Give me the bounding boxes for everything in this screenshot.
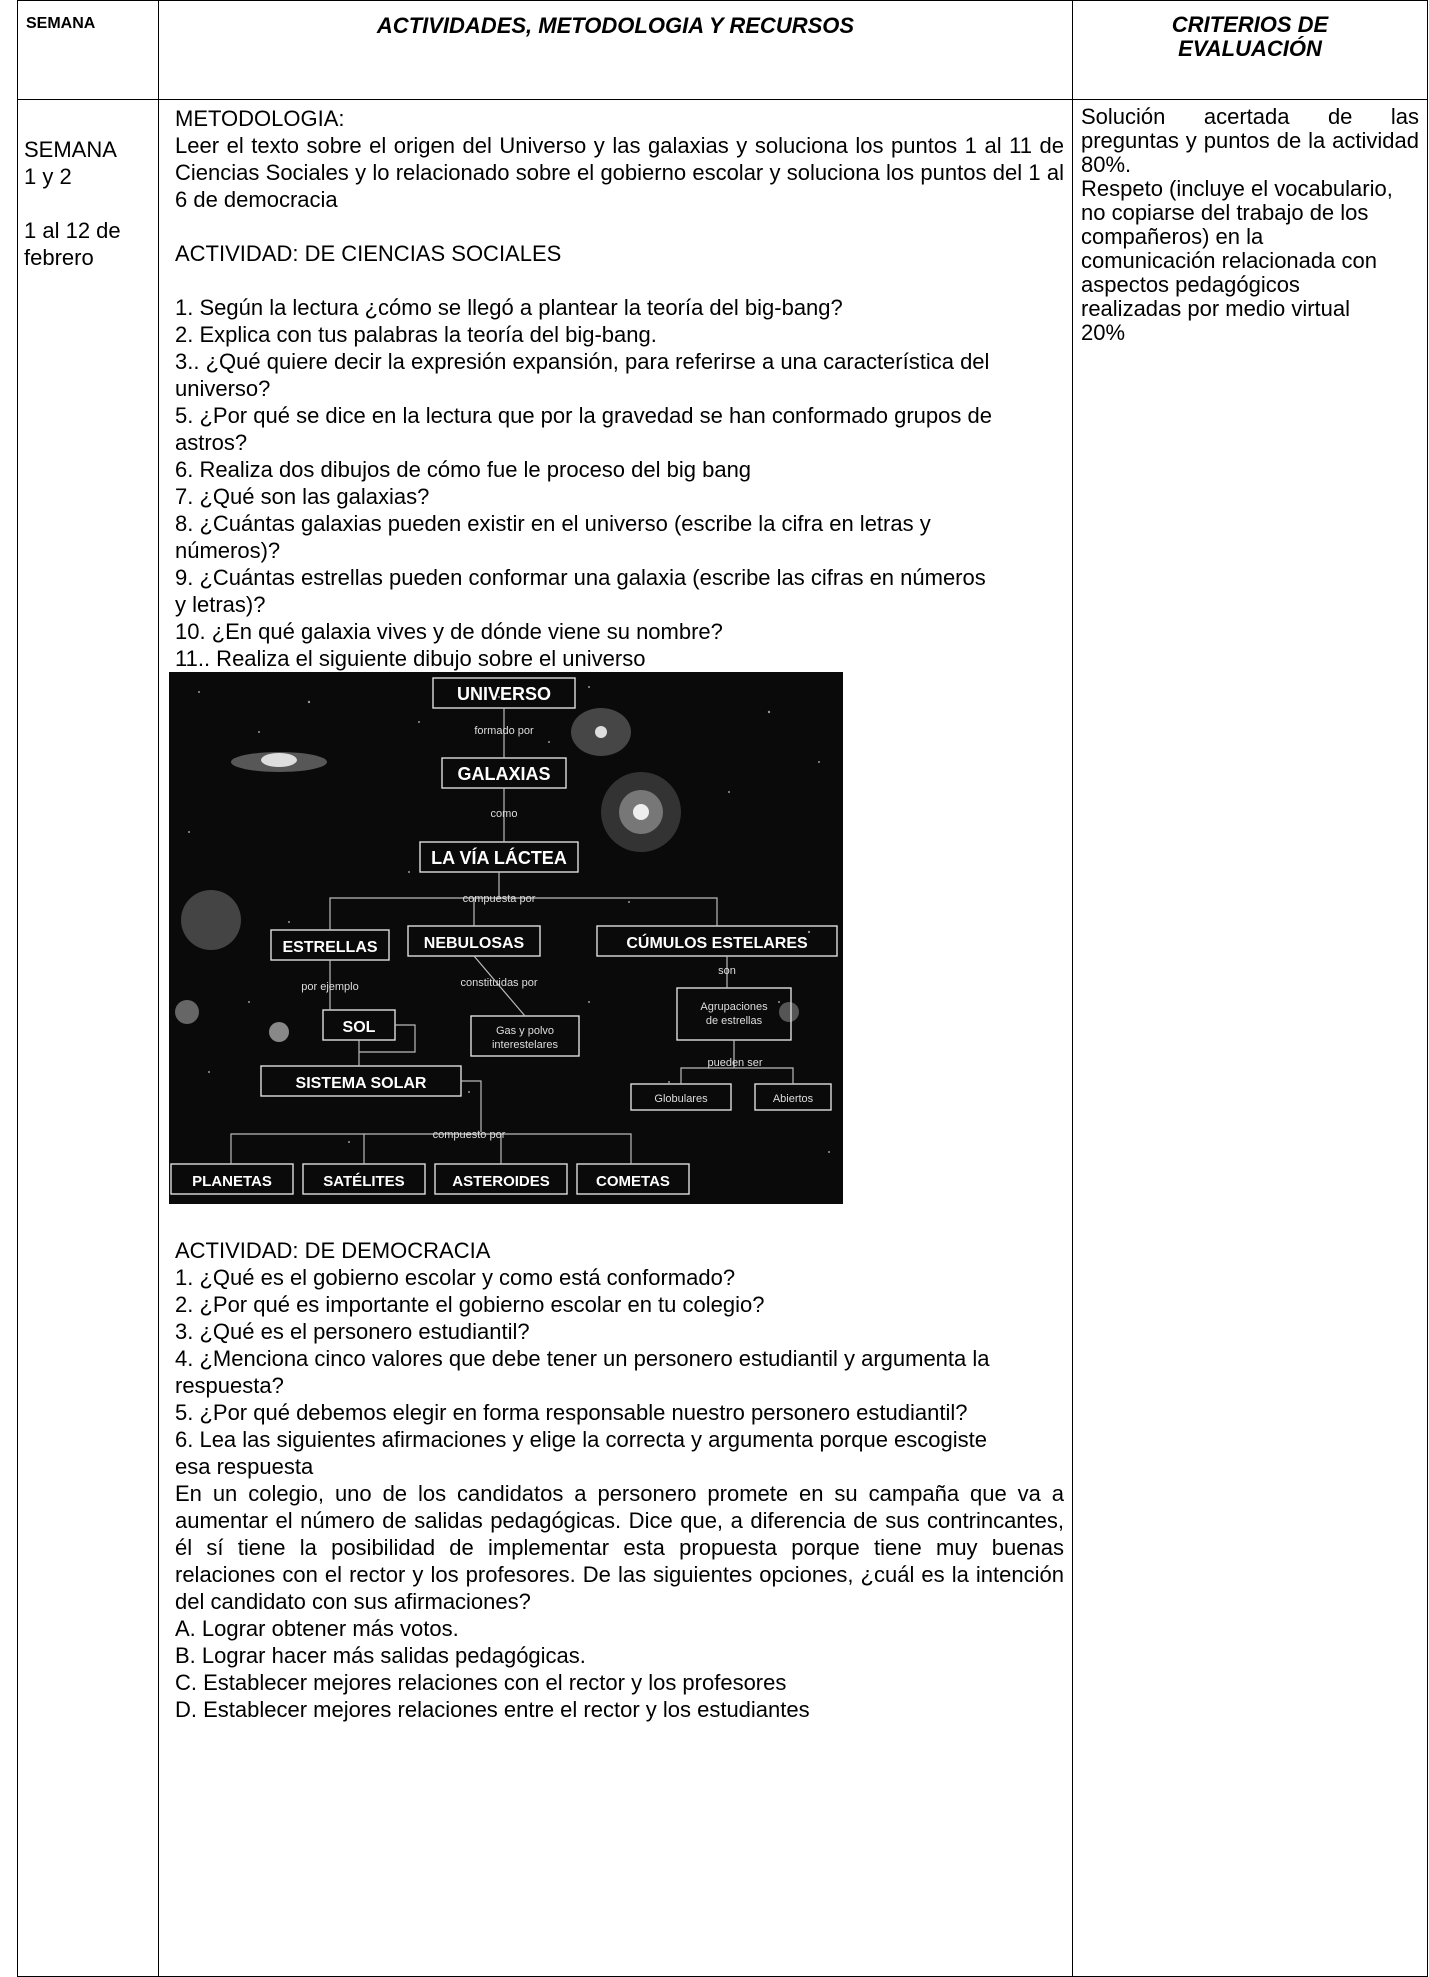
diagram-asteroides: ASTEROIDES bbox=[452, 1173, 550, 1190]
diagram-gas-2: interestelares bbox=[492, 1039, 559, 1051]
democracia-item: 3. ¿Qué es el personero estudiantil? bbox=[175, 1319, 530, 1344]
diagram-cometas: COMETAS bbox=[596, 1173, 670, 1190]
universe-concept-map: UNIVERSO GALAXIAS LA VÍA LÁCTEA ESTRELLA… bbox=[169, 672, 1064, 1210]
sociales-item: 5. ¿Por qué se dice en la lectura que po… bbox=[175, 403, 992, 455]
diagram-agrup-1: Agrupaciones bbox=[700, 1001, 768, 1013]
diagram-constituidas-por: constituidas por bbox=[460, 977, 537, 989]
diagram-nebulosas: NEBULOSAS bbox=[424, 935, 525, 952]
diagram-formado-por: formado por bbox=[474, 725, 534, 737]
semana-range: 1 y 2 bbox=[24, 164, 72, 189]
sociales-item: 11.. Realiza el siguiente dibujo sobre e… bbox=[175, 646, 646, 671]
democracia-option: C. Establecer mejores relaciones con el … bbox=[175, 1670, 787, 1695]
header-actividades: ACTIVIDADES, METODOLOGIA Y RECURSOS bbox=[158, 0, 1073, 100]
semana-cell: SEMANA 1 y 2 1 al 12 de febrero bbox=[17, 99, 159, 1977]
democracia-scenario: En un colegio, uno de los candidatos a p… bbox=[175, 1481, 1064, 1614]
diagram-gas-1: Gas y polvo bbox=[496, 1025, 554, 1037]
diagram-pueden-ser: pueden ser bbox=[707, 1057, 762, 1069]
diagram-satelites: SATÉLITES bbox=[323, 1173, 404, 1190]
sociales-item: 1. Según la lectura ¿cómo se llegó a pla… bbox=[175, 295, 843, 320]
democracia-item: 5. ¿Por qué debemos elegir en forma resp… bbox=[175, 1400, 968, 1425]
diagram-abiertos: Abiertos bbox=[773, 1093, 814, 1105]
metodologia-title: METODOLOGIA: bbox=[175, 106, 345, 131]
sociales-item: 6. Realiza dos dibujos de cómo fue le pr… bbox=[175, 457, 752, 482]
democracia-option: A. Lograr obtener más votos. bbox=[175, 1616, 459, 1641]
sociales-item: 2. Explica con tus palabras la teoría de… bbox=[175, 322, 657, 347]
democracia-option: B. Lograr hacer más salidas pedagógicas. bbox=[175, 1643, 586, 1668]
democracia-option: D. Establecer mejores relaciones entre e… bbox=[175, 1697, 810, 1722]
metodologia-text: Leer el texto sobre el origen del Univer… bbox=[175, 133, 1064, 212]
header-criterios: CRITERIOS DE EVALUACIÓN bbox=[1072, 0, 1428, 100]
democracia-item: 1. ¿Qué es el gobierno escolar y como es… bbox=[175, 1265, 736, 1290]
diagram-compuesto-por: compuesto por bbox=[433, 1129, 506, 1141]
planet bbox=[181, 890, 241, 950]
criterio-respeto: Respeto (incluye el vocabulario, no copi… bbox=[1081, 176, 1393, 345]
democracia-title: ACTIVIDAD: DE DEMOCRACIA bbox=[175, 1238, 491, 1263]
sociales-item: 7. ¿Qué son las galaxias? bbox=[175, 484, 430, 509]
universe-diagram: UNIVERSO GALAXIAS LA VÍA LÁCTEA ESTRELLA… bbox=[169, 672, 843, 1204]
header-row: SEMANA ACTIVIDADES, METODOLOGIA Y RECURS… bbox=[17, 0, 1428, 100]
diagram-galaxias: GALAXIAS bbox=[457, 764, 550, 784]
header-semana: SEMANA bbox=[17, 0, 159, 100]
diagram-sol: SOL bbox=[343, 1019, 376, 1036]
semana-dates: 1 al 12 de bbox=[24, 218, 121, 243]
content-row: SEMANA 1 y 2 1 al 12 de febrero METODOLO… bbox=[17, 99, 1428, 1977]
diagram-son: son bbox=[718, 965, 736, 977]
semana-month: febrero bbox=[24, 245, 94, 270]
diagram-sistema-solar: SISTEMA SOLAR bbox=[296, 1075, 427, 1092]
actividades-cell: METODOLOGIA: Leer el texto sobre el orig… bbox=[158, 99, 1073, 1977]
sociales-title: ACTIVIDAD: DE CIENCIAS SOCIALES bbox=[175, 241, 562, 266]
criterios-cell: Solución acertada de las preguntas y pun… bbox=[1072, 99, 1428, 1977]
semana-label: SEMANA bbox=[24, 137, 117, 162]
sociales-item: 10. ¿En qué galaxia vives y de dónde vie… bbox=[175, 619, 723, 644]
diagram-estrellas: ESTRELLAS bbox=[282, 939, 377, 956]
criterio-solucion: Solución acertada de las preguntas y pun… bbox=[1081, 104, 1419, 177]
sociales-item: 8. ¿Cuántas galaxias pueden existir en e… bbox=[175, 511, 931, 563]
sociales-item: 9. ¿Cuántas estrellas pueden conformar u… bbox=[175, 565, 986, 617]
democracia-item: 6. Lea las siguientes afirmaciones y eli… bbox=[175, 1427, 988, 1479]
diagram-planetas: PLANETAS bbox=[192, 1173, 272, 1190]
diagram-cumulos: CÚMULOS ESTELARES bbox=[626, 933, 808, 952]
planning-table: SEMANA ACTIVIDADES, METODOLOGIA Y RECURS… bbox=[17, 0, 1428, 1977]
democracia-item: 4. ¿Menciona cinco valores que debe tene… bbox=[175, 1346, 990, 1398]
diagram-via-lactea: LA VÍA LÁCTEA bbox=[431, 847, 567, 868]
diagram-agrup-2: de estrellas bbox=[706, 1015, 763, 1027]
sociales-item: 3.. ¿Qué quiere decir la expresión expan… bbox=[175, 349, 990, 401]
diagram-compuesta-por: compuesta por bbox=[463, 893, 536, 905]
diagram-como: como bbox=[491, 808, 518, 820]
diagram-universo: UNIVERSO bbox=[457, 684, 551, 704]
diagram-globulares: Globulares bbox=[654, 1093, 708, 1105]
diagram-por-ejemplo: por ejemplo bbox=[301, 981, 358, 993]
democracia-item: 2. ¿Por qué es importante el gobierno es… bbox=[175, 1292, 765, 1317]
